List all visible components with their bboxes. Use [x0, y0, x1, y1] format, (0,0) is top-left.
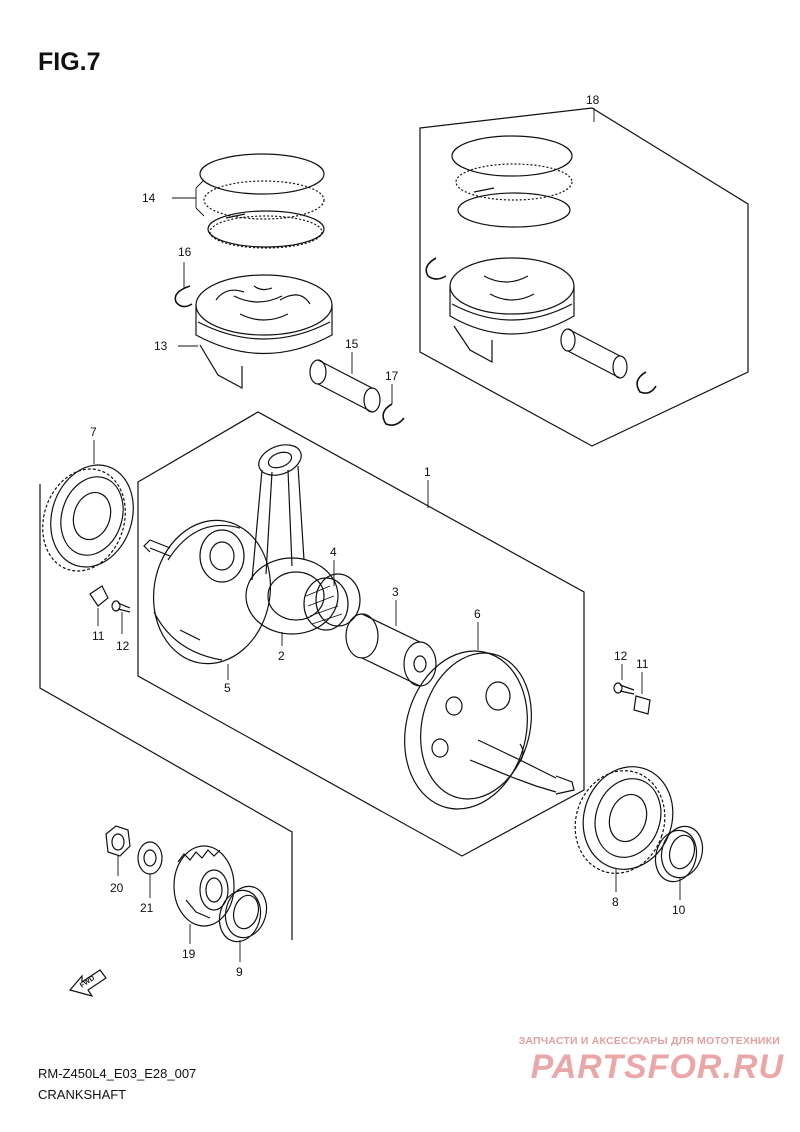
piston-part-13	[195, 274, 333, 390]
retainer-plate-part-11-left	[89, 585, 109, 607]
crankshaft-bearing-part-8	[574, 766, 674, 874]
callout-9: 9	[236, 965, 243, 979]
callout-13: 13	[154, 339, 168, 353]
callout-8: 8	[612, 895, 619, 909]
figure-title: FIG.7	[38, 48, 101, 76]
callout-2: 2	[278, 649, 285, 663]
lower-parts-boundary	[39, 484, 293, 940]
piston-pin-part-15	[309, 359, 381, 413]
callout-20: 20	[110, 881, 124, 895]
callout-12-left: 12	[116, 639, 130, 653]
watermark-tagline: ЗАПЧАСТИ И АКСЕССУАРЫ ДЛЯ МОТОТЕХНИКИ	[518, 1035, 780, 1047]
piston-kit-part-18	[425, 135, 657, 394]
callout-5: 5	[224, 681, 231, 695]
diagram-code: RM-Z450L4_E03_E28_007	[38, 1066, 197, 1081]
callout-15: 15	[345, 337, 359, 351]
screw-part-12-right	[613, 682, 635, 695]
oil-seal-part-10	[654, 825, 704, 883]
callout-10: 10	[672, 903, 686, 917]
callout-11-right: 11	[636, 657, 649, 671]
connecting-rod-part-2	[245, 444, 339, 635]
piston-kit-boundary	[419, 107, 749, 447]
callout-12-right: 12	[614, 649, 628, 663]
diagram-name: CRANKSHAFT	[38, 1087, 127, 1102]
callout-4: 4	[330, 545, 337, 559]
crank-pin-part-3	[345, 613, 437, 687]
forward-direction-arrow	[68, 969, 107, 998]
callout-17: 17	[385, 369, 399, 383]
crankshaft-bearing-part-7	[42, 464, 134, 572]
piston-pin-clip-part-16	[174, 285, 193, 308]
primary-drive-gear-part-19	[173, 845, 235, 927]
callout-19: 19	[182, 947, 196, 961]
oil-seal-part-9	[218, 885, 268, 943]
left-crank-web-part-5	[143, 519, 272, 665]
callout-21: 21	[140, 901, 154, 915]
callout-1: 1	[424, 465, 431, 479]
callout-11-left: 11	[92, 629, 105, 643]
needle-bearing-part-4	[303, 573, 361, 631]
retainer-plate-part-11-right	[633, 695, 651, 715]
callout-3: 3	[392, 585, 399, 599]
crankshaft-assembly-boundary	[137, 411, 585, 857]
piston-rings-part-14	[199, 153, 325, 249]
screw-part-12-left	[111, 600, 131, 613]
callout-7: 7	[90, 425, 97, 439]
callout-6: 6	[474, 607, 481, 621]
piston-pin-clip-part-17	[382, 403, 405, 426]
callout-16: 16	[178, 245, 192, 259]
washer-part-21	[137, 841, 163, 875]
nut-part-20	[105, 825, 131, 857]
watermark-logo: PARTSFOR.RU	[530, 1048, 784, 1086]
right-crank-web-part-6	[404, 650, 575, 810]
callout-14: 14	[142, 191, 156, 205]
callout-18: 18	[586, 93, 600, 107]
